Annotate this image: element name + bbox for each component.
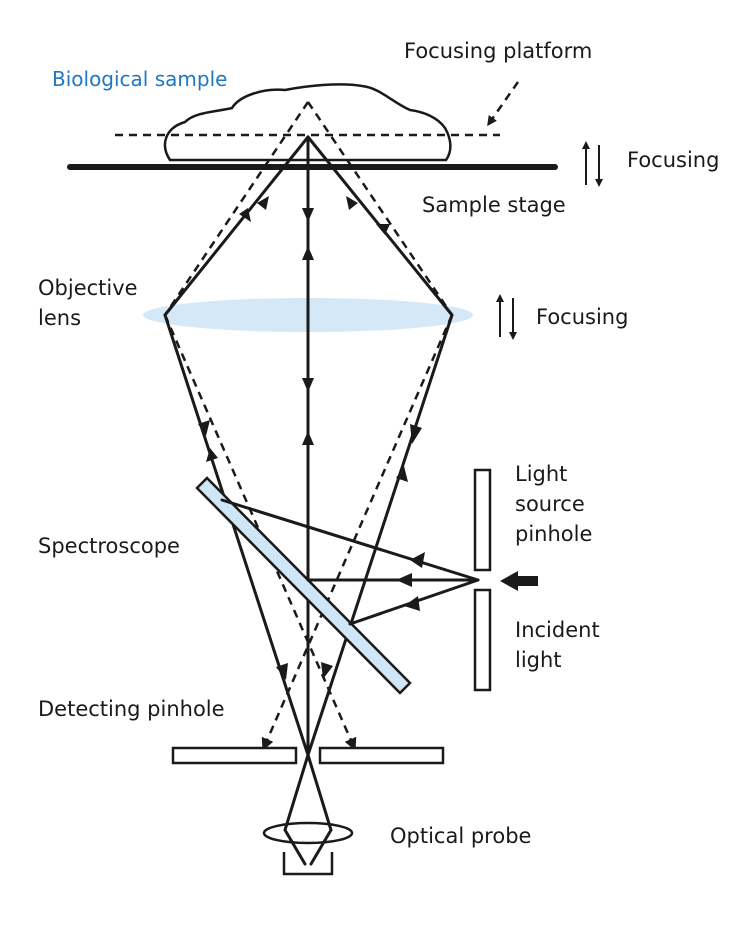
label-light-source-pinhole-3: pinhole (515, 522, 592, 546)
optical-probe-detector (282, 852, 334, 876)
source-ray-arrowheads (396, 552, 425, 611)
label-incident-light-1: Incident (515, 618, 600, 642)
probe-ray-right (306, 753, 333, 832)
ray-lens-left (163, 313, 310, 757)
ray-lens-right (306, 313, 454, 757)
ray-arrowheads (198, 196, 422, 680)
label-objective-lens-2: lens (38, 306, 81, 330)
incident-light-arrow (500, 571, 538, 591)
light-source-pinhole-lower (473, 588, 492, 692)
optical-probe-lens (262, 821, 354, 845)
label-incident-light-2: light (515, 648, 562, 672)
label-detecting-pinhole: Detecting pinhole (38, 697, 225, 721)
focusing-platform-leader (487, 81, 520, 127)
dashed-ray-upper-right (306, 101, 454, 316)
label-sample-stage: Sample stage (422, 193, 566, 217)
label-light-source-pinhole-2: source (515, 492, 585, 516)
label-objective-lens-1: Objective (38, 276, 138, 300)
biological-sample-shape (163, 83, 452, 162)
source-ray-upper (220, 498, 480, 582)
dashed-ray-upper-left (163, 101, 310, 316)
probe-ray-left (283, 753, 310, 832)
spectroscope-plate (195, 476, 412, 695)
label-focusing-platform: Focusing platform (404, 39, 592, 63)
probe-ray-right-lower (309, 828, 333, 866)
dashed-ray-lower-right (261, 314, 454, 751)
label-optical-probe: Optical probe (390, 824, 531, 848)
probe-ray-left-lower (283, 828, 307, 866)
light-source-pinhole-upper (473, 468, 492, 572)
ray-stage-left (163, 135, 310, 317)
label-light-source-pinhole-1: Light (515, 462, 567, 486)
detecting-pinhole-right (318, 746, 445, 765)
label-focusing-top: Focusing (627, 148, 719, 172)
label-biological-sample: Biological sample (52, 67, 227, 91)
label-focusing-lens: Focusing (536, 305, 628, 329)
detecting-pinhole-left (171, 746, 298, 765)
label-spectroscope: Spectroscope (38, 534, 180, 558)
